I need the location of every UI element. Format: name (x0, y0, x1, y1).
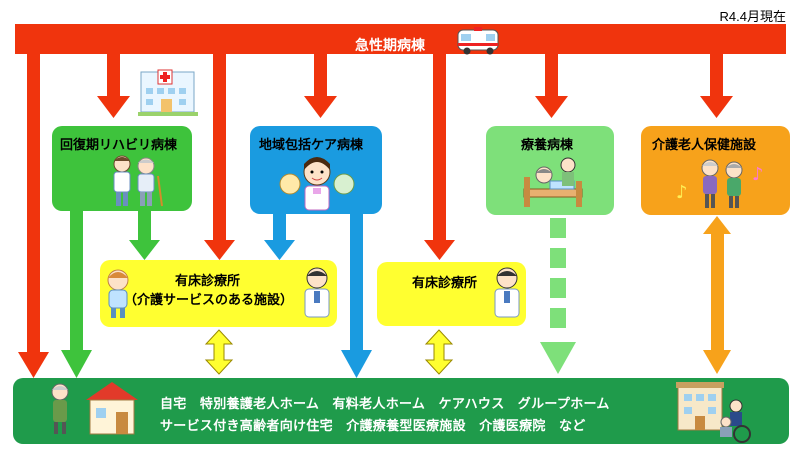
ambulance-icon (457, 27, 499, 55)
elderly-dancing-illustration: ♪ ♪ (676, 159, 764, 208)
care-bed-illustration (523, 157, 583, 207)
arrow-rehab-to-clinic-care (129, 210, 160, 260)
svg-text:♪: ♪ (752, 164, 764, 185)
arrow-acute-to-clinic (424, 54, 455, 260)
arrow-ryoyo-to-home-dashed (540, 218, 576, 374)
clinic-with-care-node (100, 260, 337, 327)
arrow-acute-to-home-left (18, 54, 49, 378)
child-illustration (107, 269, 129, 318)
clinic-label: 有床診療所 (412, 276, 478, 291)
kaigo-rojin-facility-label: 介護老人保健施設 (652, 138, 757, 153)
care-facility-illustration (676, 382, 751, 443)
acute-ward-title: 急性期病棟 (355, 38, 425, 54)
clinic-with-care-label-line1: 有床診療所 (175, 274, 241, 289)
arrow-acute-to-ryoyo (535, 54, 568, 118)
home-facilities-line2: サービス付き高齢者向け住宅 介護療養型医療施設 介護医療院 など (160, 419, 586, 434)
hospital-building-icon (138, 69, 198, 116)
arrow-clinic-care-home-both (204, 329, 234, 375)
arrow-rehab-to-home (61, 210, 92, 378)
arrow-community-to-clinic-care (264, 213, 295, 260)
community-care-ward-label: 地域包括ケア病棟 (259, 138, 364, 153)
ryoyo-ward-label: 療養病棟 (521, 138, 574, 153)
nurse-illustration (279, 157, 355, 211)
doctor-illustration-2 (494, 267, 520, 318)
rehab-patient-illustration (113, 155, 163, 207)
clinic-with-care-label-line2: （介護サービスのある施設） (124, 293, 294, 308)
home-house-illustration (51, 382, 138, 435)
arrow-acute-to-community (304, 54, 337, 118)
doctor-illustration (304, 267, 330, 318)
home-facilities-line1: 自宅 特別養護老人ホーム 有料老人ホーム ケアハウス グループホーム (160, 397, 610, 412)
arrow-acute-to-clinic-care (204, 54, 235, 260)
arrow-kaigo-rojin-home-both (703, 216, 731, 374)
arrow-clinic-home-both (424, 329, 454, 375)
rehab-ward-label: 回復期リハビリ病棟 (60, 138, 178, 153)
arrow-community-to-home (341, 213, 372, 378)
svg-text:♪: ♪ (676, 182, 688, 203)
arrow-acute-to-rehab (97, 54, 130, 118)
arrow-acute-to-kaigo-rojin (700, 54, 733, 118)
home-facilities-band (13, 378, 789, 444)
acute-ward-band (15, 24, 786, 54)
date-note: R4.4月現在 (719, 9, 786, 24)
